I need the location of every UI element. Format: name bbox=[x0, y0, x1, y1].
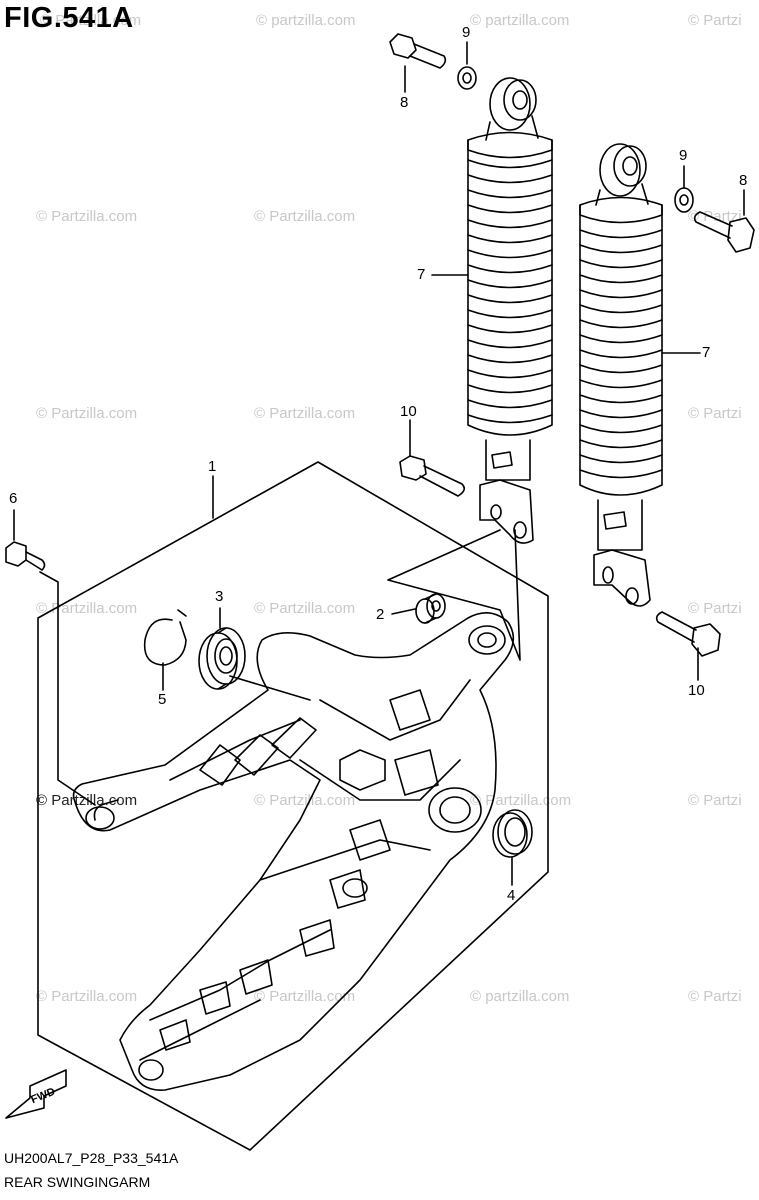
watermark: © Partzi bbox=[688, 12, 742, 29]
callout-8-left: 8 bbox=[400, 94, 409, 111]
watermark: © Partzilla.com bbox=[254, 208, 356, 225]
bolt-part-8-left bbox=[389, 33, 447, 69]
watermark: © Partzi bbox=[688, 988, 742, 1005]
watermark: © Partzilla.com bbox=[36, 792, 138, 809]
callout-7-left: 7 bbox=[417, 266, 426, 283]
bush-part-2 bbox=[415, 593, 446, 624]
figure-title: FIG.541A bbox=[4, 2, 134, 34]
diagram-name: REAR SWINGINGARM bbox=[4, 1174, 151, 1190]
bolt-part-10-right bbox=[655, 611, 721, 657]
bearing-part-3 bbox=[198, 627, 246, 690]
callout-5: 5 bbox=[158, 691, 167, 708]
bolt-part-10-left bbox=[399, 455, 466, 497]
callout-9-right: 9 bbox=[679, 147, 688, 164]
watermark: © Partzilla.com bbox=[470, 792, 572, 809]
oil-seal-part-4 bbox=[492, 809, 533, 858]
bearing-alignment bbox=[229, 675, 311, 701]
watermark: © Partzilla.com bbox=[36, 405, 138, 422]
callout-1: 1 bbox=[208, 458, 217, 475]
watermark: © Partzilla.com bbox=[254, 988, 356, 1005]
watermark: © partzilla.com bbox=[256, 12, 356, 29]
diagram-code: UH200AL7_P28_P33_541A bbox=[4, 1150, 179, 1166]
washer-part-9-left bbox=[457, 66, 477, 90]
watermark: © Partzilla.com bbox=[254, 600, 356, 617]
callout-2: 2 bbox=[376, 606, 385, 623]
watermark: © partzilla.com bbox=[470, 988, 570, 1005]
circlip-part-5 bbox=[143, 609, 187, 666]
callout-6: 6 bbox=[9, 490, 18, 507]
watermark: © partzilla.com bbox=[470, 12, 570, 29]
callout-3: 3 bbox=[215, 588, 224, 605]
leader-2 bbox=[391, 608, 416, 615]
bolt-10-alignment bbox=[387, 529, 521, 661]
watermark: © Partzi bbox=[688, 792, 742, 809]
callout-8-right: 8 bbox=[739, 172, 748, 189]
watermark: © Partzilla.com bbox=[36, 208, 138, 225]
shock-absorber-part-7-left bbox=[467, 77, 553, 544]
assembly-frame bbox=[37, 461, 549, 1151]
callout-4: 4 bbox=[507, 887, 516, 904]
watermark: © Partzilla.com bbox=[40, 12, 142, 29]
watermark: © Partzi bbox=[688, 600, 742, 617]
shock-absorber-part-7-right bbox=[579, 143, 663, 607]
watermark: © Partzilla.com bbox=[254, 405, 356, 422]
washer-part-9-right bbox=[674, 187, 694, 213]
swingarm-body bbox=[72, 612, 515, 1091]
watermark: © Partzilla.com bbox=[36, 988, 138, 1005]
bolt-6-alignment bbox=[39, 571, 96, 806]
callout-7-right: 7 bbox=[702, 344, 711, 361]
callout-10-left: 10 bbox=[400, 403, 417, 420]
callout-9-left: 9 bbox=[462, 24, 471, 41]
forward-arrow-icon bbox=[5, 1069, 67, 1119]
bolt-part-8-right bbox=[693, 211, 755, 253]
callout-10-right: 10 bbox=[688, 682, 705, 699]
watermark: © Partzi bbox=[688, 405, 742, 422]
watermark: © Partzilla.com bbox=[254, 792, 356, 809]
bolt-part-6 bbox=[5, 541, 46, 571]
